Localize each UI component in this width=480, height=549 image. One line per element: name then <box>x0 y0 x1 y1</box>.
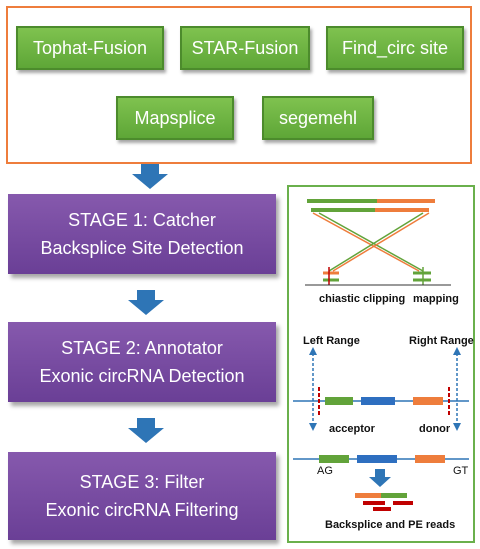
backsplice-pe-reads-label: Backsplice and PE reads <box>325 519 456 531</box>
stage-title: STAGE 2: Annotator <box>61 338 223 358</box>
right-range-label: Right Range <box>409 335 474 347</box>
acceptor-label: acceptor <box>329 423 375 435</box>
tool-find-circ: Find_circ site <box>326 26 464 70</box>
mapping-label: mapping <box>413 293 459 305</box>
schematic-panel: chiastic clipping mapping Left Range Rig… <box>287 185 475 543</box>
stage-title: STAGE 1: Catcher <box>68 210 216 230</box>
down-arrow-icon <box>128 418 164 443</box>
left-range-label: Left Range <box>303 335 360 347</box>
aligner-tools-box: Tophat-Fusion STAR-Fusion Find_circ site… <box>6 6 472 164</box>
down-arrow-icon <box>132 164 168 189</box>
tool-mapsplice: Mapsplice <box>116 96 234 140</box>
stage-subtitle: Backsplice Site Detection <box>40 238 244 258</box>
gt-label: GT <box>453 465 469 477</box>
stage-title: STAGE 3: Filter <box>79 472 205 492</box>
stage-subtitle: Exonic circRNA Detection <box>39 366 245 386</box>
stage-1-catcher: STAGE 1: Catcher Backsplice Site Detecti… <box>8 194 276 274</box>
stage-subtitle: Exonic circRNA Filtering <box>45 500 239 520</box>
backsplice-schematic <box>293 199 469 511</box>
down-arrow-icon <box>128 290 164 315</box>
tool-tophat-fusion: Tophat-Fusion <box>16 26 164 70</box>
stage-3-filter: STAGE 3: Filter Exonic circRNA Filtering <box>8 452 276 540</box>
stage-2-annotator: STAGE 2: Annotator Exonic circRNA Detect… <box>8 322 276 402</box>
ag-label: AG <box>317 465 333 477</box>
chiastic-clipping-label: chiastic clipping <box>319 293 406 305</box>
tool-star-fusion: STAR-Fusion <box>180 26 310 70</box>
donor-label: donor <box>419 423 451 435</box>
tool-segemehl: segemehl <box>262 96 374 140</box>
